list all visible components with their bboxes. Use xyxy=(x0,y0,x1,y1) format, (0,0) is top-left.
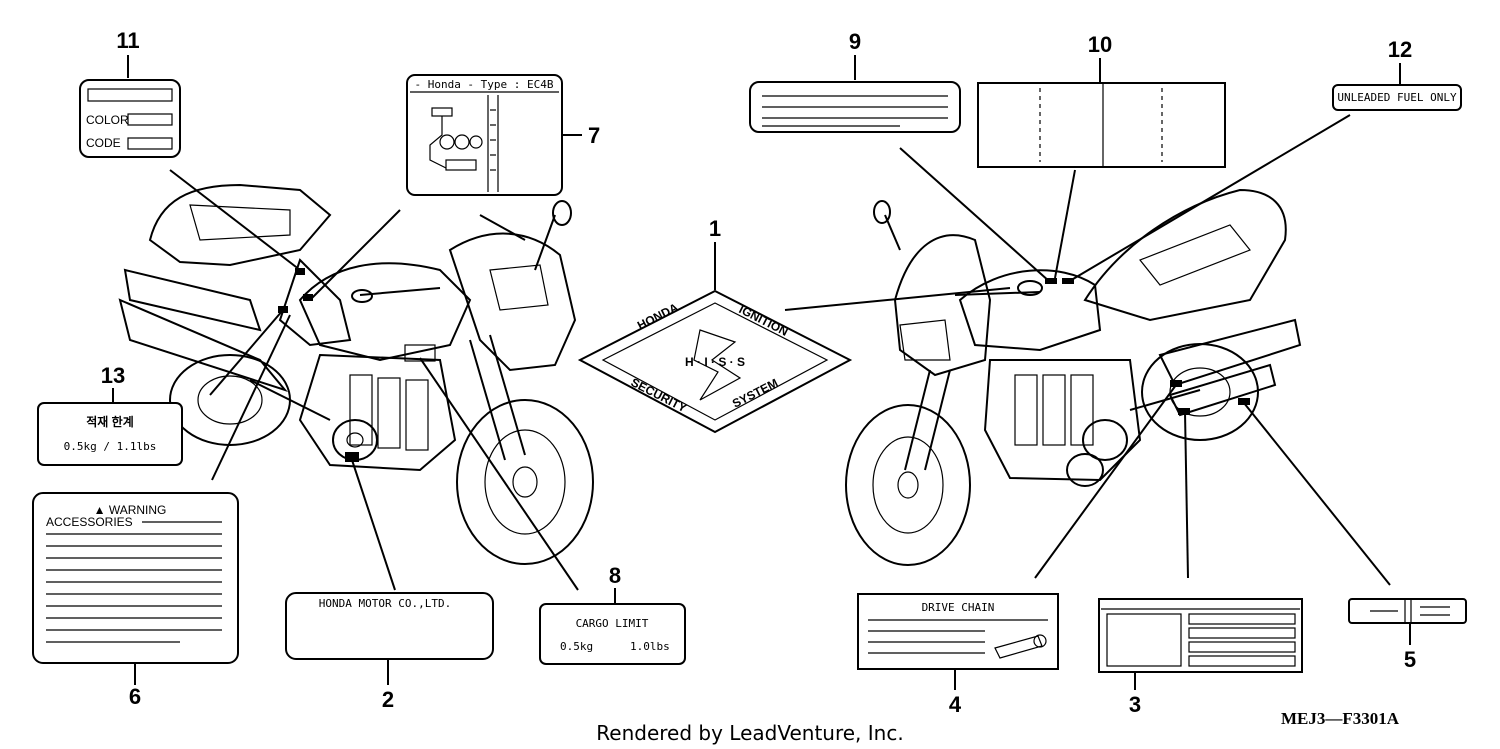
right-motorcycle-illustration xyxy=(845,188,1302,566)
callout-1: 1 xyxy=(709,216,721,241)
leader-lines xyxy=(169,114,1391,591)
label-1-hiss-emblem: 1 HONDA IGNITION SECURITY SYSTEM H · I ·… xyxy=(577,216,853,434)
label-9-info-plate: 9 xyxy=(749,29,961,133)
callout-12: 12 xyxy=(1388,37,1412,62)
fuel-label: UNLEADED FUEL ONLY xyxy=(1337,91,1457,104)
callout-4: 4 xyxy=(949,692,962,717)
label-5-small-plate: 5 xyxy=(1348,598,1467,672)
cargo-kg: 0.5kg xyxy=(560,640,593,653)
cargo-title: CARGO LIMIT xyxy=(576,617,649,630)
label-4-drive-chain: DRIVE CHAIN 4 xyxy=(857,593,1059,717)
label-10-dual-panel: 10 xyxy=(977,32,1226,168)
label-13-korean-cargo-limit: 13 적재 한계 0.5kg / 1.1lbs xyxy=(37,363,183,466)
code-label: CODE xyxy=(86,136,121,150)
cargo-lbs: 1.0lbs xyxy=(630,640,670,653)
label-2-manufacturer-plate: HONDA MOTOR CO.,LTD. 2 xyxy=(285,592,494,712)
type-label: - Honda - Type : EC4B xyxy=(414,78,553,91)
callout-13: 13 xyxy=(101,363,125,388)
callout-6: 6 xyxy=(129,684,141,709)
color-label: COLOR xyxy=(86,113,129,127)
honda-motor-label: HONDA MOTOR CO.,LTD. xyxy=(319,597,451,610)
diagram-code: MEJ3—F3301A xyxy=(1281,709,1400,728)
callout-11: 11 xyxy=(116,28,139,53)
callout-10: 10 xyxy=(1088,32,1112,57)
label-12-fuel-label: 12 UNLEADED FUEL ONLY xyxy=(1332,37,1462,111)
korean-title: 적재 한계 xyxy=(86,414,134,429)
callout-2: 2 xyxy=(382,687,394,712)
label-7-vacuum-hose-routing: - Honda - Type : EC4B 7 xyxy=(406,74,600,196)
drive-chain-label: DRIVE CHAIN xyxy=(922,601,995,614)
callout-8: 8 xyxy=(609,563,621,588)
callout-5: 5 xyxy=(1404,647,1416,672)
left-motorcycle-illustration xyxy=(118,183,594,565)
label-11-color-code: 11 COLOR CODE xyxy=(79,28,181,158)
lightning-bolt-icon xyxy=(693,329,742,401)
callout-7: 7 xyxy=(588,123,600,148)
label-8-cargo-limit: 8 CARGO LIMIT 0.5kg 1.0lbs xyxy=(539,563,686,665)
callout-9: 9 xyxy=(849,29,861,54)
accessories-label: ACCESSORIES xyxy=(46,515,133,529)
credit-text: Rendered by LeadVenture, Inc. xyxy=(596,721,903,745)
label-3-tire-info: 3 xyxy=(1098,598,1303,717)
label-6-accessories-warning: ▲ WARNING ACCESSORIES 6 xyxy=(32,492,239,709)
korean-limit: 0.5kg / 1.1lbs xyxy=(64,440,157,453)
warning-title: ▲ WARNING xyxy=(94,503,167,517)
callout-3: 3 xyxy=(1129,692,1141,717)
